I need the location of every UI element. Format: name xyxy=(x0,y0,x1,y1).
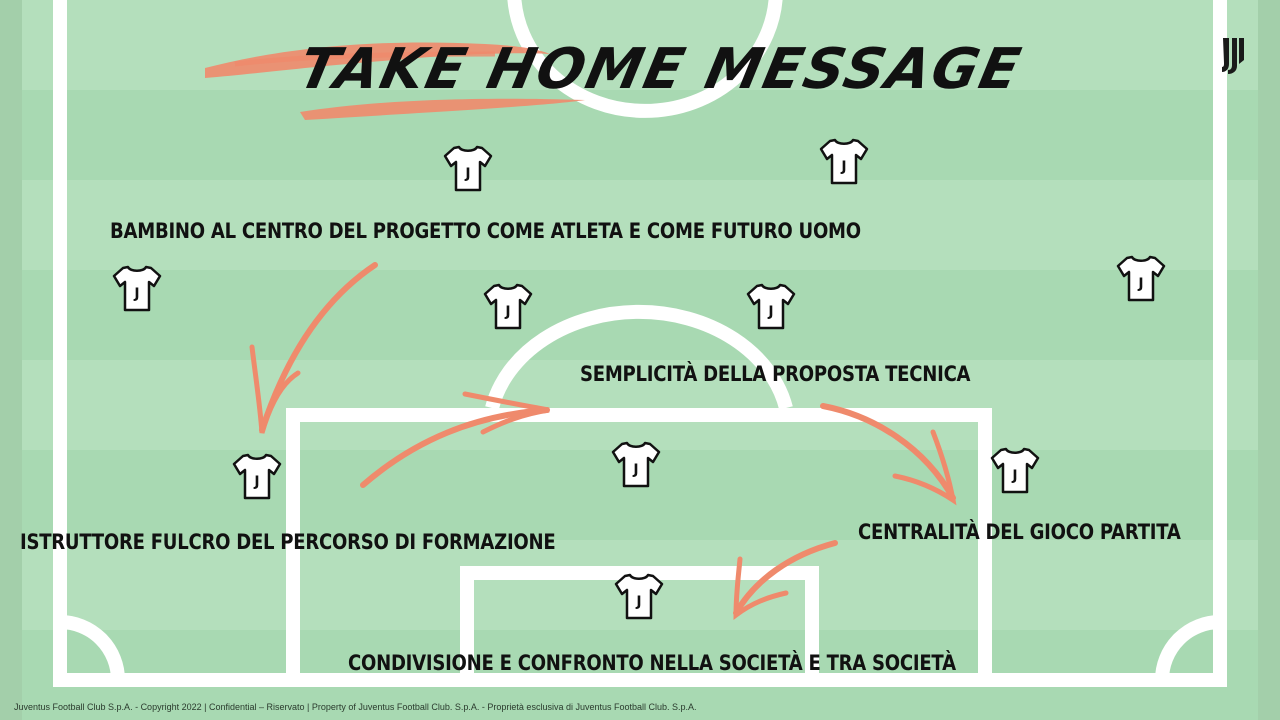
svg-text:J: J xyxy=(767,304,773,320)
jersey-icon: J xyxy=(614,573,664,620)
jersey-icon: J xyxy=(1116,255,1166,302)
pitch-lines xyxy=(53,0,1227,687)
juventus-j-logo-icon xyxy=(1222,38,1244,74)
page-title: TAKE HOME MESSAGE xyxy=(293,37,1028,102)
svg-text:J: J xyxy=(464,166,470,182)
jersey-icon: J xyxy=(232,453,282,500)
title-brush-strokes xyxy=(205,42,585,120)
message-condivisione: CONDIVISIONE E CONFRONTO NELLA SOCIETÀ E… xyxy=(348,651,956,675)
footer-copyright: Juventus Football Club S.p.A. - Copyrigh… xyxy=(14,702,697,712)
brush-arrow-icon xyxy=(360,391,550,488)
svg-text:J: J xyxy=(632,462,638,478)
svg-text:J: J xyxy=(635,594,641,610)
jersey-icon: J xyxy=(746,283,796,330)
message-semplicita: SEMPLICITÀ DELLA PROPOSTA TECNICA xyxy=(580,362,971,386)
brush-arrow-icon xyxy=(733,540,838,620)
svg-text:J: J xyxy=(253,474,259,490)
svg-text:J: J xyxy=(133,286,139,302)
jersey-icon: J xyxy=(990,447,1040,494)
svg-text:J: J xyxy=(1137,276,1143,292)
message-centralita: CENTRALITÀ DEL GIOCO PARTITA xyxy=(858,520,1181,544)
jersey-icon: J xyxy=(443,145,493,192)
jersey-icon: J xyxy=(112,265,162,312)
svg-text:J: J xyxy=(504,304,510,320)
message-bambino: BAMBINO AL CENTRO DEL PROGETTO COME ATLE… xyxy=(110,219,861,243)
svg-text:J: J xyxy=(840,159,846,175)
jersey-icon: J xyxy=(611,441,661,488)
brush-arrow-icon xyxy=(820,403,957,506)
jersey-icon: J xyxy=(819,138,869,185)
message-istruttore: ISTRUTTORE FULCRO DEL PERCORSO DI FORMAZ… xyxy=(20,530,556,554)
svg-text:J: J xyxy=(1011,468,1017,484)
jersey-icon: J xyxy=(483,283,533,330)
brush-arrow-icon xyxy=(249,262,378,434)
